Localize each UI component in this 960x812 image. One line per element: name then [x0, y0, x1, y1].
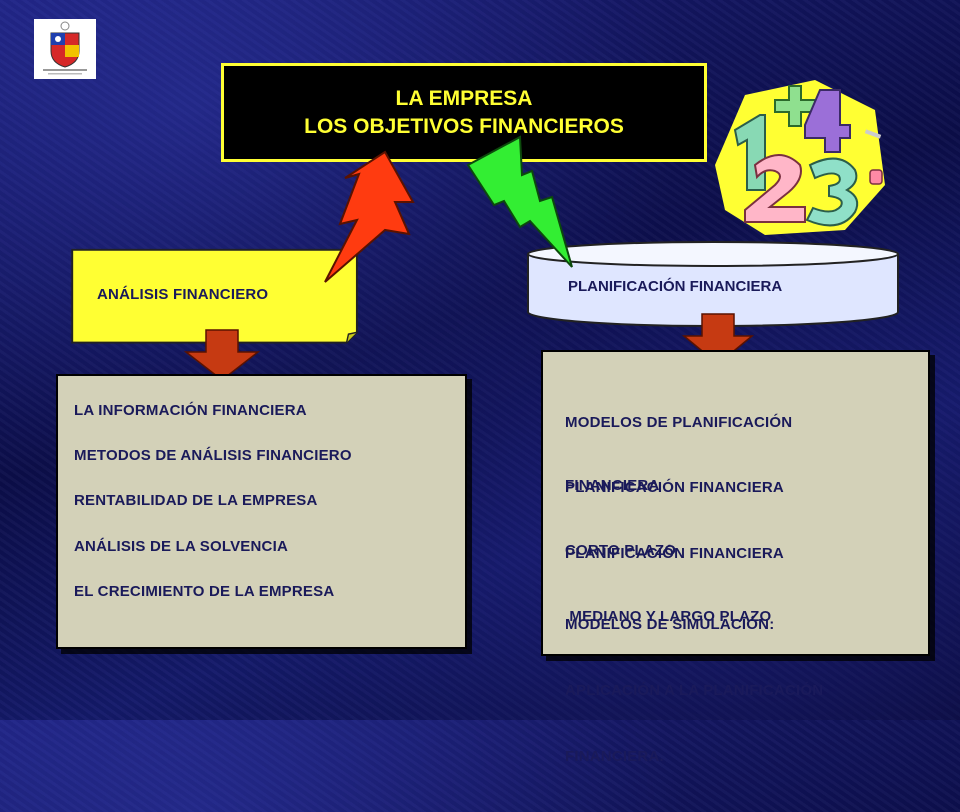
red-lightning-icon	[324, 150, 415, 283]
analysis-item: EL CRECIMIENTO DE LA EMPRESA	[74, 583, 335, 600]
title-line-2: LOS OBJETIVOS FINANCIEROS	[304, 114, 624, 138]
planning-item-line: FINANCIERA.	[565, 748, 664, 765]
logo	[34, 19, 96, 79]
planning-item: PLANIFICACIÓN FINANCIERA MEDIANO Y LARGO…	[565, 501, 784, 669]
planning-item-line: CORTO PLAZO	[565, 542, 677, 559]
planning-item: PLANIFICACIÓN FINANCIERA CORTO PLAZO	[565, 435, 784, 603]
planning-item-line: MEDIANO Y LARGO PLAZO	[565, 608, 772, 625]
planning-item: MODELOS DE SIMULACIÓN: APLICACIÓN A LA P…	[565, 570, 823, 812]
planning-topics-box: MODELOS DE PLANIFICACIÓN FINANCIERA PLAN…	[541, 350, 930, 765]
analysis-topics-box: LA INFORMACIÓN FINANCIERA METODOS DE ANÁ…	[56, 374, 467, 649]
university-crest-icon	[43, 21, 87, 75]
analysis-item: RENTABILIDAD DE LA EMPRESA	[74, 492, 318, 509]
planning-item-line: PLANIFICACIÓN FINANCIERA	[565, 545, 784, 562]
planning-item-line: PLANIFICACIÓN FINANCIERA	[565, 479, 784, 496]
green-lightning-icon	[466, 135, 573, 268]
planning-item-line: MODELOS DE PLANIFICACIÓN	[565, 414, 793, 431]
analysis-item: METODOS DE ANÁLISIS FINANCIERO	[74, 447, 352, 464]
analysis-item: ANÁLISIS DE LA SOLVENCIA	[74, 538, 288, 555]
planning-item: MODELOS DE PLANIFICACIÓN FINANCIERA	[565, 370, 792, 538]
analysis-item: LA INFORMACIÓN FINANCIERA	[74, 402, 307, 419]
title-box: LA EMPRESA LOS OBJETIVOS FINANCIEROS	[221, 63, 707, 162]
down-arrow-left	[183, 329, 261, 381]
analysis-card	[71, 248, 358, 344]
planning-item-line: APLICACIÓN A LA PLANIFICACIÓN	[565, 682, 824, 699]
planning-item-line: FINANCIERA	[565, 477, 660, 494]
title-line-1: LA EMPRESA	[395, 86, 533, 110]
planning-item-line: MODELOS DE SIMULACIÓN:	[565, 616, 775, 633]
analysis-label: ANÁLISIS FINANCIERO	[97, 286, 269, 303]
numbers-clipart-icon	[715, 80, 885, 235]
planning-label: PLANIFICACIÓN FINANCIERA	[568, 278, 783, 295]
